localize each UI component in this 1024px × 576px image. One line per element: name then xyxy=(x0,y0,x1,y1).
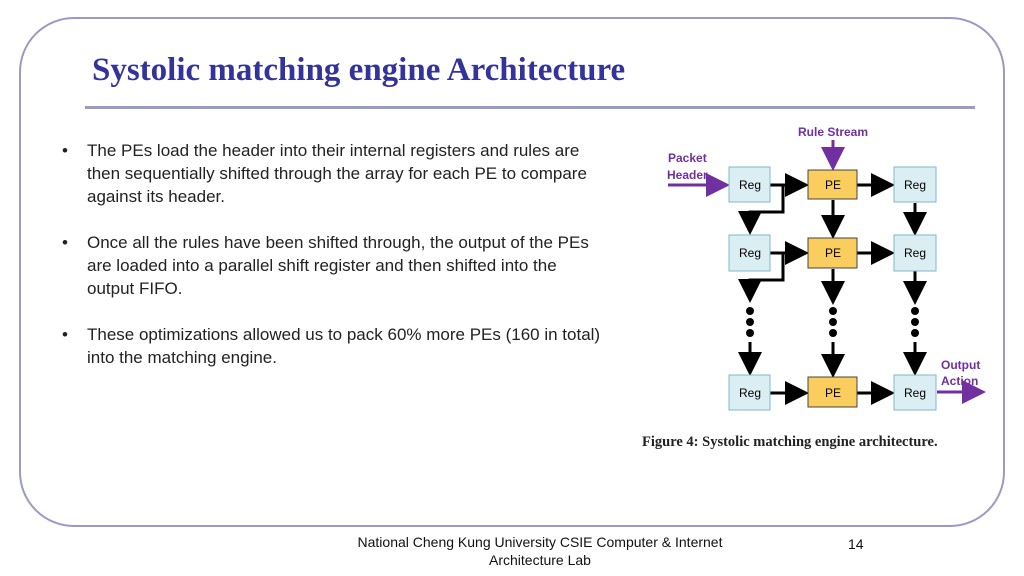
bullet-list: The PEs load the header into their inter… xyxy=(62,139,602,392)
reg-box: Reg xyxy=(893,166,937,203)
slide-frame xyxy=(19,17,1005,527)
reg-box: Reg xyxy=(728,234,771,272)
title-divider xyxy=(85,106,975,109)
svg-text:Reg: Reg xyxy=(739,178,761,192)
svg-text:Reg: Reg xyxy=(904,386,926,400)
action-label: Action xyxy=(941,374,978,388)
figure-caption: Figure 4: Systolic matching engine archi… xyxy=(642,434,938,450)
svg-text:PE: PE xyxy=(825,386,841,400)
pe-box: PE xyxy=(807,376,858,408)
pe-box: PE xyxy=(807,237,858,269)
systolic-diagram: Rule Stream Packet Header Output Action … xyxy=(667,125,986,411)
pe-box: PE xyxy=(807,169,858,200)
bullet-item: The PEs load the header into their inter… xyxy=(62,139,602,208)
reg-box: Reg xyxy=(893,234,937,272)
reg-box: Reg xyxy=(728,166,771,203)
slide-title: Systolic matching engine Architecture xyxy=(92,52,626,88)
rule-stream-label: Rule Stream xyxy=(798,125,868,139)
bullet-item: Once all the rules have been shifted thr… xyxy=(62,231,602,300)
svg-text:Reg: Reg xyxy=(904,246,926,260)
page-number: 14 xyxy=(848,536,864,552)
svg-text:Reg: Reg xyxy=(904,178,926,192)
svg-text:Reg: Reg xyxy=(739,386,761,400)
header-label: Header xyxy=(667,168,708,182)
svg-text:PE: PE xyxy=(825,246,841,260)
svg-text:PE: PE xyxy=(825,178,841,192)
bullet-item: These optimizations allowed us to pack 6… xyxy=(62,323,602,369)
output-label: Output xyxy=(941,358,980,372)
reg-box: Reg xyxy=(893,374,937,411)
svg-text:Reg: Reg xyxy=(739,246,761,260)
packet-label: Packet xyxy=(668,151,707,165)
reg-box: Reg xyxy=(728,374,771,411)
footer-text: National Cheng Kung University CSIE Comp… xyxy=(357,534,723,568)
